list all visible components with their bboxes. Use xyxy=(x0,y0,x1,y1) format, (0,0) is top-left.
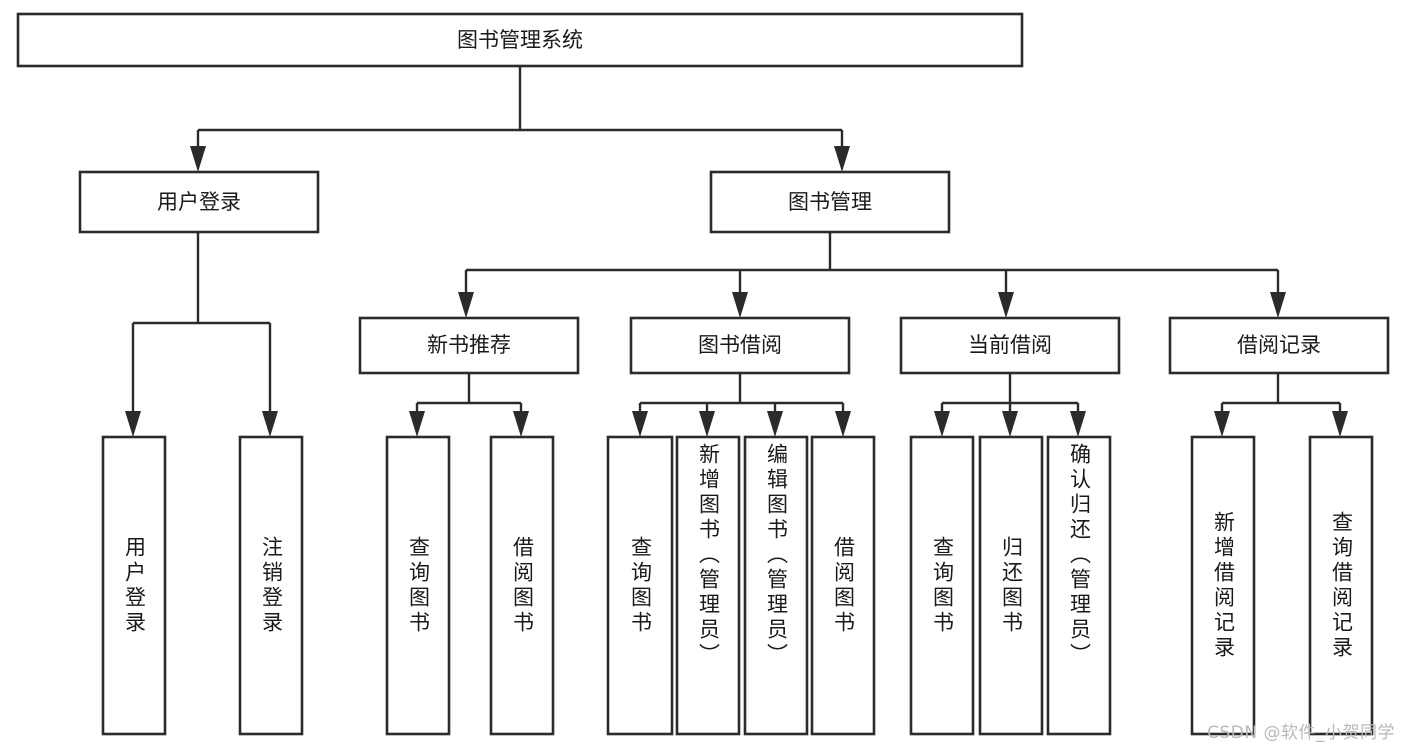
connector-newbook-to-leaves xyxy=(409,373,529,437)
arrow-head-icon xyxy=(1270,292,1286,318)
arrow-head-icon xyxy=(835,411,851,437)
node-root[interactable]: 图书管理系统 xyxy=(16,12,1024,68)
node-user-login-box[interactable] xyxy=(78,170,320,234)
leaf-box-query-book-2[interactable] xyxy=(606,435,674,736)
arrow-head-icon xyxy=(1070,411,1086,437)
node-book-borrow-label: 图书借阅 xyxy=(698,333,782,357)
node-book-borrow[interactable]: 图书借阅 xyxy=(629,316,851,375)
arrow-head-icon xyxy=(1214,411,1230,437)
connector-borrowrecord-to-leaves xyxy=(1214,373,1348,437)
connector-bookborrow-to-leaves xyxy=(632,373,851,437)
arrow-head-icon xyxy=(1002,411,1018,437)
node-borrow-record-label: 借阅记录 xyxy=(1237,333,1321,357)
node-book-manage-box[interactable] xyxy=(709,170,951,234)
arrow-head-icon xyxy=(1332,411,1348,437)
arrow-head-icon xyxy=(262,411,278,437)
connector-root-to-level1 xyxy=(190,66,850,172)
leaf-boxes-group xyxy=(101,435,1374,736)
node-borrow-record-box[interactable] xyxy=(1168,316,1390,375)
leaf-box-confirm-return[interactable] xyxy=(1046,435,1112,736)
leaf-box-edit-book[interactable] xyxy=(743,435,809,736)
arrow-head-icon xyxy=(934,411,950,437)
connector-bookmanage-to-level2 xyxy=(458,232,1286,318)
arrow-head-icon xyxy=(834,146,850,172)
leaf-box-return-book[interactable] xyxy=(978,435,1044,736)
node-current-borrow-label: 当前借阅 xyxy=(968,333,1052,357)
node-current-borrow-box[interactable] xyxy=(899,316,1121,375)
leaf-box-borrow-book-2[interactable] xyxy=(810,435,876,736)
node-new-book-recommend-box[interactable] xyxy=(358,316,580,375)
arrow-head-icon xyxy=(513,411,529,437)
arrow-head-icon xyxy=(458,292,474,318)
arrow-head-icon xyxy=(998,292,1014,318)
leaf-box-query-record[interactable] xyxy=(1308,435,1374,736)
node-current-borrow[interactable]: 当前借阅 xyxy=(899,316,1121,375)
node-book-manage[interactable]: 图书管理 xyxy=(709,170,951,234)
leaf-box-borrow-book-1[interactable] xyxy=(489,435,555,736)
node-new-book-recommend-label: 新书推荐 xyxy=(427,333,511,357)
arrow-head-icon xyxy=(732,292,748,318)
leaf-box-add-book[interactable] xyxy=(675,435,741,736)
leaf-box-logout-login[interactable] xyxy=(238,435,304,736)
arrow-head-icon xyxy=(190,146,206,172)
node-user-login[interactable]: 用户登录 xyxy=(78,170,320,234)
leaf-box-query-book-3[interactable] xyxy=(909,435,975,736)
arrow-head-icon xyxy=(767,411,783,437)
node-borrow-record[interactable]: 借阅记录 xyxy=(1168,316,1390,375)
node-root-box[interactable] xyxy=(16,12,1024,68)
leaf-box-user-login[interactable] xyxy=(101,435,167,736)
csdn-watermark: CSDN @软件_小贺同学 xyxy=(1207,723,1395,743)
node-book-borrow-box[interactable] xyxy=(629,316,851,375)
arrow-head-icon xyxy=(125,411,141,437)
arrow-head-icon xyxy=(632,411,648,437)
leaf-box-query-book-1[interactable] xyxy=(385,435,451,736)
leaf-box-add-record[interactable] xyxy=(1190,435,1256,736)
node-root-label: 图书管理系统 xyxy=(457,28,583,52)
node-user-login-label: 用户登录 xyxy=(157,190,241,214)
node-book-manage-label: 图书管理 xyxy=(788,190,872,214)
node-new-book-recommend[interactable]: 新书推荐 xyxy=(358,316,580,375)
arrow-head-icon xyxy=(409,411,425,437)
connector-userlogin-to-leaves xyxy=(125,232,278,437)
connector-currentborrow-to-leaves xyxy=(934,373,1086,437)
arrow-head-icon xyxy=(699,411,715,437)
